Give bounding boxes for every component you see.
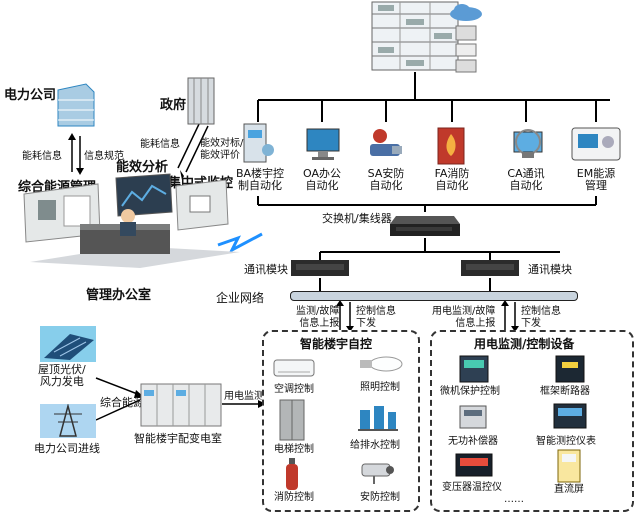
ba-building-control-icon [240, 120, 276, 164]
monitor-fault-label-left: 监测/故障信息上报 [296, 306, 340, 329]
power-company-building-icon [50, 80, 100, 130]
smart-building-control-title: 智能楼宇自控 [300, 337, 373, 351]
sa-security-camera-icon [366, 126, 406, 162]
fa-fire-protection-icon [436, 126, 466, 166]
office-scene-icon [23, 173, 240, 268]
power-monitoring-label: 用电监测 [224, 391, 264, 402]
power-item-temp-label: 变压器温控仪 [442, 482, 502, 493]
elevator-icon [278, 398, 306, 442]
cloud-network-icon [448, 2, 484, 22]
subsystem-fa-label: FA消防自动化 [434, 167, 470, 192]
dc-panel-icon [556, 448, 582, 484]
smart-meter-icon [552, 402, 588, 430]
grid-incoming-label: 电力公司进线 [34, 442, 100, 455]
power-items-ellipsis: …… [504, 494, 524, 505]
oa-office-computer-icon [304, 126, 342, 162]
rooftop-pv-label: 屋顶光伏/风力发电 [38, 363, 86, 388]
substation-label: 智能楼宇配变电室 [134, 432, 222, 445]
ca-communication-icon [508, 124, 548, 164]
power-item-compensator-label: 无功补偿器 [448, 436, 498, 447]
reactive-compensator-icon [458, 404, 488, 430]
server-rack [370, 0, 460, 72]
relay-protection-device-icon [458, 354, 490, 384]
energy-info-left-label: 能耗信息 [22, 151, 62, 162]
management-office-scene [20, 172, 240, 272]
comm-module-right-label: 通讯模块 [528, 263, 572, 276]
bldg-item-water-label: 给排水控制 [350, 440, 400, 451]
energy-analysis-label: 能效分析 [116, 160, 169, 175]
bldg-item-lighting-label: 照明控制 [360, 382, 400, 393]
subsystem-oa-label: OA办公自动化 [303, 167, 341, 192]
bldg-item-elevator-label: 电梯控制 [274, 444, 314, 455]
peripheral-devices-icon [452, 24, 482, 74]
subsystem-ca-label: CA通讯自动化 [507, 167, 545, 192]
power-monitoring-title: 用电监测/控制设备 [474, 337, 575, 351]
comm-module-right-icon [460, 258, 520, 278]
frame-breaker-icon [554, 354, 586, 384]
power-item-relay-label: 微机保护控制 [440, 386, 500, 397]
transmission-tower-icon [40, 404, 96, 438]
energy-info-gov-label: 能耗信息 [140, 139, 180, 150]
lighting-bulb-icon [356, 352, 406, 378]
power-monitor-fault-label: 用电监测/故障信息上报 [432, 306, 496, 329]
subsystem-em-label: EM能源管理 [576, 167, 616, 192]
server-rack-icon [371, 1, 459, 71]
subsystem-ba-label: BA楼宇控制自动化 [235, 167, 285, 192]
fire-extinguisher-icon [280, 456, 304, 492]
info-spec-label: 信息规范 [84, 151, 124, 162]
cctv-camera-icon [358, 458, 398, 486]
substation-cabinet-icon [140, 378, 222, 428]
air-conditioner-icon [272, 356, 316, 382]
water-pump-icon [356, 400, 400, 434]
em-energy-management-icon [570, 124, 622, 164]
comm-module-left-icon [290, 258, 350, 278]
power-company-label: 电力公司 [4, 88, 57, 103]
bldg-item-security-label: 安防控制 [360, 492, 400, 503]
bldg-item-ac-label: 空调控制 [274, 384, 314, 395]
power-monitoring-panel: 用电监测/控制设备 微机保护控制 框架断路器 无功补偿器 智能测控仪表 变压器温… [430, 330, 634, 512]
control-info-label-left: 控制信息下发 [356, 306, 396, 329]
power-item-breaker-label: 框架断路器 [540, 386, 590, 397]
enterprise-network-label: 企业网络 [216, 291, 265, 305]
power-item-meter-label: 智能测控仪表 [536, 436, 596, 447]
smart-building-control-panel: 智能楼宇自控 空调控制 照明控制 电梯控制 给排水控制 消防控制 安防控制 [262, 330, 420, 512]
bldg-item-fire-label: 消防控制 [274, 492, 314, 503]
transformer-temp-controller-icon [454, 452, 494, 478]
integrated-energy-label: 综合能源 [100, 396, 144, 409]
switch-label: 交换机/集线器 [322, 212, 392, 225]
comm-module-left-label: 通讯模块 [244, 263, 288, 276]
control-info-label-right: 控制信息下发 [521, 306, 561, 329]
switch-hub-icon [388, 212, 462, 238]
efficiency-eval-label: 能效对标/能效评价 [200, 138, 244, 161]
enterprise-network-bar [290, 291, 578, 301]
government-building-icon [184, 76, 220, 126]
subsystem-sa-label: SA安防自动化 [367, 167, 405, 192]
power-item-dc-label: 直流屏 [554, 484, 584, 495]
government-label: 政府 [160, 98, 187, 113]
solar-panel-icon [40, 326, 96, 362]
management-office-label: 管理办公室 [86, 288, 152, 303]
